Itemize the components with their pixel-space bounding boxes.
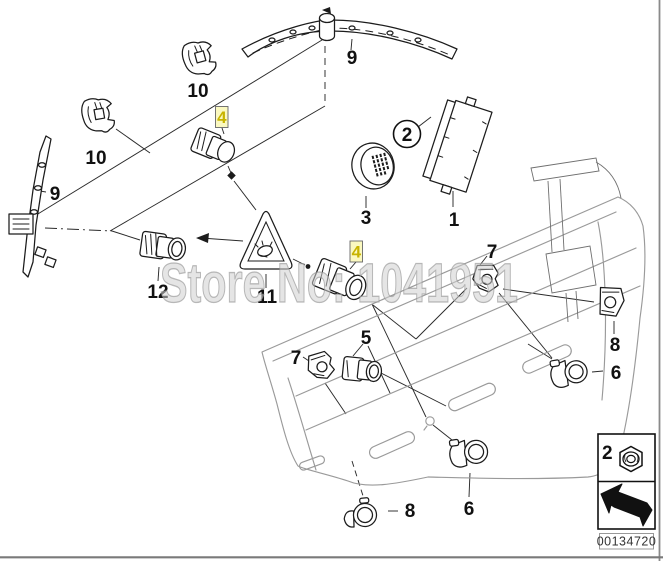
part-11-warning-triangle [239, 210, 293, 270]
part-10-holder-left [81, 98, 115, 133]
part-3-sensor-socket [351, 142, 395, 190]
bumper-slot [368, 431, 416, 459]
arrowhead [196, 233, 209, 243]
sensor-hole [425, 416, 435, 426]
part-8-holder-top-right [599, 286, 625, 317]
label-10-top: 10 [187, 81, 208, 102]
part-10-holder-top [181, 41, 217, 76]
part-9-left-trim-strip [8, 135, 57, 278]
label-9-left: 9 [50, 184, 61, 205]
part-6-holder-right [549, 359, 588, 388]
bumper-slot [522, 344, 572, 374]
label-2-circled: 2 [402, 125, 413, 146]
label-1: 1 [449, 210, 460, 231]
part-4-pdc-sensor-lower [311, 258, 367, 301]
label-12: 12 [147, 282, 168, 303]
label-4-lower: 4 [352, 243, 362, 262]
part-7-bracket-left [307, 350, 335, 379]
sensor-mount-cylinder [318, 7, 336, 42]
pin-grid [371, 152, 390, 177]
part-5-pdc-sensor [341, 355, 383, 383]
highlight-tag-box [349, 240, 363, 263]
part-4-pdc-sensor-upper [190, 127, 236, 163]
label-6-right: 6 [611, 363, 622, 384]
label-4-upper: 4 [217, 108, 227, 127]
bumper-slot [448, 382, 496, 412]
circled-callout-2: 2 [392, 119, 422, 149]
label-5: 5 [361, 328, 372, 349]
part-7-bracket-right [472, 264, 499, 293]
bumper-slot-small [298, 455, 326, 471]
part-labels: 9 10 10 9 12 11 3 1 7 5 7 8 6 6 8 [50, 48, 622, 522]
nut-icon [619, 445, 643, 473]
label-7-left: 7 [291, 348, 302, 369]
image-code: 00134720 [597, 535, 657, 549]
construction-lines [27, 38, 615, 512]
label-8-bottom-left: 8 [405, 501, 416, 522]
highlight-tag-upper-4: 4 [215, 106, 229, 128]
part-1-control-unit [422, 96, 493, 195]
part-9-top-trim-strip [241, 7, 458, 60]
part-8-holder-bottom-left [343, 497, 378, 528]
part-12-pdc-sensor [139, 230, 187, 261]
label-7-right: 7 [487, 242, 498, 263]
tail-panel-detail [530, 157, 622, 323]
label-6-bottom: 6 [464, 499, 475, 520]
image-code-box: 00134720 [597, 533, 657, 550]
highlight-tag-lower-4: 4 [349, 240, 363, 263]
legend-box: 2 [597, 433, 656, 530]
label-10-left: 10 [85, 148, 106, 169]
label-3: 3 [361, 208, 372, 229]
highlight-tag-box [215, 106, 229, 128]
watermark-text: Store No: 1041951 [160, 251, 518, 314]
label-8-top-right: 8 [610, 335, 621, 356]
direction-arrow-icon [600, 483, 653, 527]
part-6-holder-bottom [448, 438, 489, 468]
label-9-top: 9 [347, 48, 358, 69]
legend-item-number: 2 [602, 443, 613, 464]
label-11: 11 [257, 287, 278, 308]
clip-symbol [254, 240, 273, 258]
